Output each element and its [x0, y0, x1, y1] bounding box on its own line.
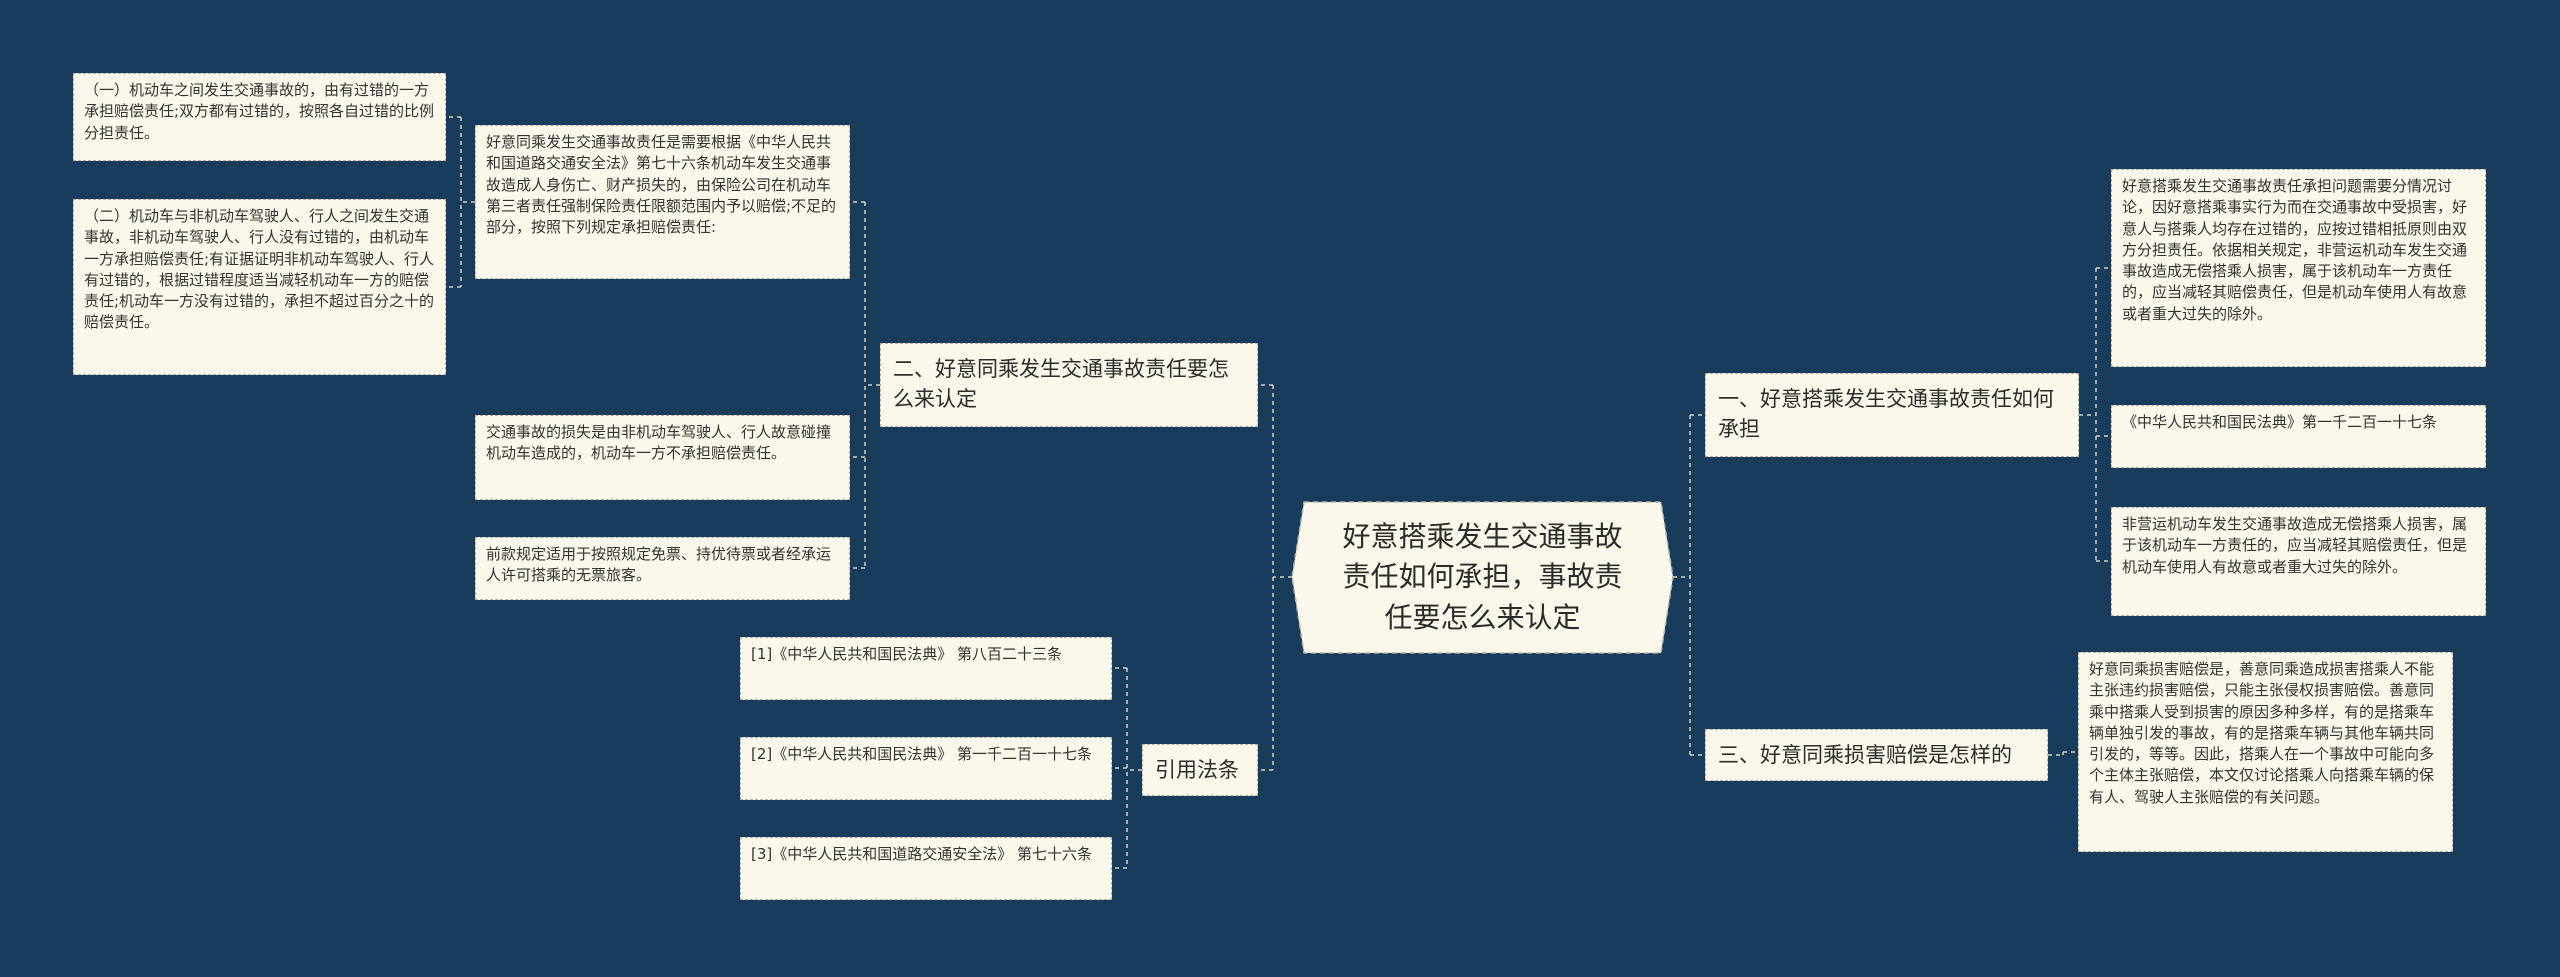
- leaf-text: [2]《中华人民共和国民法典》 第一千二百一十七条: [751, 745, 1093, 763]
- branch-damage-compensation[interactable]: 三、好意同乘损害赔偿是怎样的: [1705, 729, 2048, 781]
- leaf-text: （二）机动车与非机动车驾驶人、行人之间发生交通事故，非机动车驾驶人、行人没有过错…: [84, 207, 435, 332]
- branch-label: 引用法条: [1155, 758, 1239, 782]
- leaf-civil-code-1217[interactable]: 《中华人民共和国民法典》第一千二百一十七条: [2111, 405, 2486, 468]
- leaf-free-passengers[interactable]: 前款规定适用于按照规定免票、持优待票或者经承运人许可搭乘的无票旅客。: [475, 537, 850, 600]
- leaf-citation-3[interactable]: [3]《中华人民共和国道路交通安全法》 第七十六条: [740, 837, 1112, 900]
- leaf-text: 交通事故的损失是由非机动车驾驶人、行人故意碰撞机动车造成的，机动车一方不承担赔偿…: [486, 423, 832, 463]
- leaf-intentional-collision[interactable]: 交通事故的损失是由非机动车驾驶人、行人故意碰撞机动车造成的，机动车一方不承担赔偿…: [475, 415, 850, 500]
- leaf-text: （一）机动车之间发生交通事故的，由有过错的一方承担赔偿责任;双方都有过错的，按照…: [84, 81, 435, 142]
- leaf-text: 好意搭乘发生交通事故责任承担问题需要分情况讨论，因好意搭乘事实行为而在交通事故中…: [2122, 177, 2468, 323]
- leaf-text: [1]《中华人民共和国民法典》 第八百二十三条: [751, 645, 1063, 663]
- branch-liability-determination[interactable]: 二、好意同乘发生交通事故责任要怎么来认定: [880, 343, 1258, 427]
- leaf-fault-sharing[interactable]: 好意搭乘发生交通事故责任承担问题需要分情况讨论，因好意搭乘事实行为而在交通事故中…: [2111, 169, 2486, 367]
- leaf-text: 非营运机动车发生交通事故造成无偿搭乘人损害，属于该机动车一方责任的，应当减轻其赔…: [2122, 515, 2468, 576]
- leaf-law-article-76[interactable]: 好意同乘发生交通事故责任是需要根据《中华人民共和国道路交通安全法》第七十六条机动…: [475, 125, 850, 279]
- leaf-text: [3]《中华人民共和国道路交通安全法》 第七十六条: [751, 845, 1093, 863]
- root-hexagon-shape: [1291, 501, 1674, 654]
- branch-cited-laws[interactable]: 引用法条: [1142, 744, 1258, 796]
- root-topic-label: 好意搭乘发生交通事故责任如何承担，事故责任要怎么来认定: [1342, 519, 1623, 634]
- leaf-compensation-detail[interactable]: 好意同乘损害赔偿是，善意同乘造成损害搭乘人不能主张违约损害赔偿，只能主张侵权损害…: [2078, 652, 2453, 852]
- branch-label: 一、好意搭乘发生交通事故责任如何承担: [1718, 387, 2054, 442]
- leaf-text: 《中华人民共和国民法典》第一千二百一十七条: [2122, 413, 2438, 431]
- leaf-motor-vehicles-clause[interactable]: （一）机动车之间发生交通事故的，由有过错的一方承担赔偿责任;双方都有过错的，按照…: [73, 73, 446, 161]
- leaf-citation-1[interactable]: [1]《中华人民共和国民法典》 第八百二十三条: [740, 637, 1112, 700]
- leaf-non-motor-clause[interactable]: （二）机动车与非机动车驾驶人、行人之间发生交通事故，非机动车驾驶人、行人没有过错…: [73, 199, 446, 375]
- leaf-non-operating-vehicle[interactable]: 非营运机动车发生交通事故造成无偿搭乘人损害，属于该机动车一方责任的，应当减轻其赔…: [2111, 507, 2486, 616]
- branch-label: 二、好意同乘发生交通事故责任要怎么来认定: [893, 357, 1229, 412]
- leaf-text: 好意同乘发生交通事故责任是需要根据《中华人民共和国道路交通安全法》第七十六条机动…: [486, 133, 837, 237]
- leaf-text: 前款规定适用于按照规定免票、持优待票或者经承运人许可搭乘的无票旅客。: [486, 545, 832, 585]
- root-topic[interactable]: 好意搭乘发生交通事故责任如何承担，事故责任要怎么来认定: [1290, 500, 1675, 655]
- leaf-citation-2[interactable]: [2]《中华人民共和国民法典》 第一千二百一十七条: [740, 737, 1112, 800]
- branch-label: 三、好意同乘损害赔偿是怎样的: [1718, 743, 2012, 767]
- leaf-text: 好意同乘损害赔偿是，善意同乘造成损害搭乘人不能主张违约损害赔偿，只能主张侵权损害…: [2089, 660, 2435, 806]
- branch-liability-bearing[interactable]: 一、好意搭乘发生交通事故责任如何承担: [1705, 373, 2079, 457]
